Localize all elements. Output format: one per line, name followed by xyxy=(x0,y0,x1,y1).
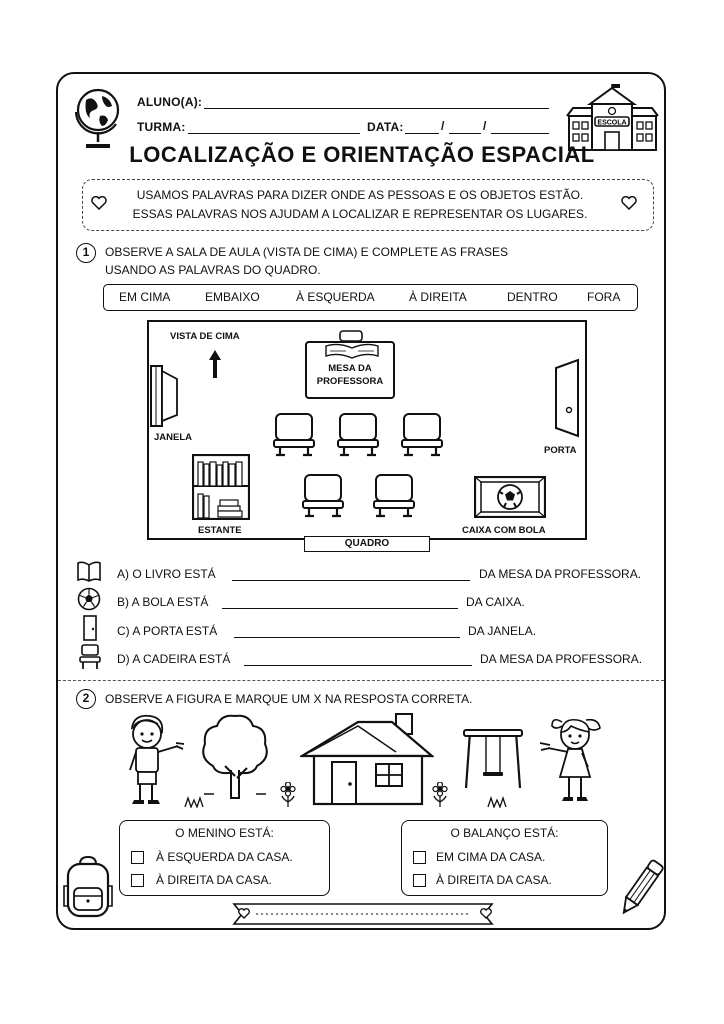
heart-icon xyxy=(480,908,492,919)
class-label: TURMA: xyxy=(137,120,186,134)
window-icon xyxy=(150,365,178,427)
door-icon xyxy=(83,615,97,641)
sentence-b-start: B) A BOLA ESTÁ xyxy=(117,595,209,609)
sentence-a-end: DA MESA DA PROFESSORA. xyxy=(479,567,642,581)
question-number: 2 xyxy=(76,689,96,709)
section-divider xyxy=(58,680,664,681)
intro-text: USAMOS PALAVRAS PARA DIZER ONDE AS PESSO… xyxy=(110,186,610,224)
heart-icon xyxy=(91,196,107,210)
word-bank-item: À ESQUERDA xyxy=(296,290,375,304)
school-sign-text: ESCOLA xyxy=(597,120,626,127)
heart-icon xyxy=(621,196,637,210)
board-label: QUADRO xyxy=(304,536,430,552)
grass-icon xyxy=(184,796,204,808)
pencil-icon xyxy=(622,859,664,915)
answer-line-b[interactable] xyxy=(222,608,458,609)
question-number: 1 xyxy=(76,243,96,263)
student-name-line[interactable] xyxy=(204,108,549,109)
question-line: USANDO AS PALAVRAS DO QUADRO. xyxy=(105,263,321,277)
word-bank-item: DENTRO xyxy=(507,290,558,304)
sentence-b-end: DA CAIXA. xyxy=(466,595,525,609)
ball-box-label: CAIXA COM BOLA xyxy=(462,525,546,536)
student-chair xyxy=(373,474,415,525)
checkbox-boy-right[interactable] xyxy=(131,874,144,887)
intro-box xyxy=(82,179,654,231)
house-icon xyxy=(300,713,434,806)
boy-icon xyxy=(129,714,185,804)
girl-icon xyxy=(539,718,601,801)
door-label: PORTA xyxy=(544,445,577,456)
answer-line-a[interactable] xyxy=(232,580,470,581)
window-label: JANELA xyxy=(154,432,193,443)
boy-answer-box xyxy=(119,820,330,896)
flower-icon xyxy=(280,782,296,807)
book-icon xyxy=(77,561,101,582)
student-chair xyxy=(273,413,315,464)
desk-label-line: PROFESSORA xyxy=(316,376,384,387)
intro-line: ESSAS PALAVRAS NOS AJUDAM A LOCALIZAR E … xyxy=(132,207,588,221)
word-bank-item: EMBAIXO xyxy=(205,290,260,304)
flower-icon xyxy=(432,782,448,807)
checkbox-boy-left[interactable] xyxy=(131,851,144,864)
question-1-text: OBSERVE A SALA DE AULA (VISTA DE CIMA) E… xyxy=(105,243,508,279)
sentence-d-start: D) A CADEIRA ESTÁ xyxy=(117,652,231,666)
option-label: À DIREITA DA CASA. xyxy=(436,873,552,887)
option-label: À ESQUERDA DA CASA. xyxy=(156,850,293,864)
ball-box-icon xyxy=(474,476,546,518)
date-year-line[interactable] xyxy=(491,133,549,134)
date-label: DATA: xyxy=(367,120,404,134)
word-bank xyxy=(103,284,638,311)
chair-icon xyxy=(79,644,101,669)
grass-icon xyxy=(487,796,507,808)
student-chair xyxy=(337,413,379,464)
page-title: LOCALIZAÇÃO E ORIENTAÇÃO ESPACIAL xyxy=(129,142,595,167)
swing-question-title: O BALANÇO ESTÁ: xyxy=(450,826,559,840)
footer-banner xyxy=(232,903,494,925)
view-label: VISTA DE CIMA xyxy=(170,331,240,342)
teacher-desk xyxy=(305,330,395,399)
word-bank-item: FORA xyxy=(587,290,621,304)
question-line: OBSERVE A SALA DE AULA (VISTA DE CIMA) E… xyxy=(105,245,509,259)
sentence-c-end: DA JANELA. xyxy=(468,624,537,638)
date-day-line[interactable] xyxy=(405,133,439,134)
intro-line: USAMOS PALAVRAS PARA DIZER ONDE AS PESSO… xyxy=(136,188,584,202)
option-label: EM CIMA DA CASA. xyxy=(436,850,546,864)
tree-icon xyxy=(202,714,268,799)
checkbox-swing-right[interactable] xyxy=(413,874,426,887)
student-label: ALUNO(A): xyxy=(137,95,203,109)
student-chair xyxy=(401,413,443,464)
swing-icon xyxy=(463,729,523,789)
up-arrow-icon xyxy=(209,350,221,378)
bookshelf-icon xyxy=(192,454,250,520)
bookshelf-label: ESTANTE xyxy=(198,525,242,536)
sentence-d-end: DA MESA DA PROFESSORA. xyxy=(480,652,643,666)
sentence-c-start: C) A PORTA ESTÁ xyxy=(117,624,218,638)
worksheet-frame xyxy=(56,72,666,930)
backpack-icon xyxy=(63,856,113,918)
answer-line-d[interactable] xyxy=(244,665,472,666)
question-2-text: OBSERVE A FIGURA E MARQUE UM X NA RESPOS… xyxy=(105,692,473,706)
heart-icon xyxy=(238,908,250,919)
answer-line-c[interactable] xyxy=(234,637,460,638)
boy-question-title: O MENINO ESTÁ: xyxy=(175,826,274,840)
option-label: À DIREITA DA CASA. xyxy=(156,873,272,887)
desk-label-line: MESA DA xyxy=(328,363,372,374)
globe-icon xyxy=(74,88,120,148)
school-icon: ESCOLA xyxy=(566,84,659,151)
checkbox-swing-above[interactable] xyxy=(413,851,426,864)
word-bank-item: À DIREITA xyxy=(409,290,467,304)
class-line[interactable] xyxy=(188,133,360,134)
date-separator: / xyxy=(483,119,487,133)
sentence-a-start: A) O LIVRO ESTÁ xyxy=(117,567,216,581)
date-separator: / xyxy=(441,119,445,133)
door-icon xyxy=(555,358,579,438)
teacher-desk-label: MESA DA PROFESSORA xyxy=(304,362,396,388)
swing-answer-box xyxy=(401,820,608,896)
student-chair xyxy=(302,474,344,525)
date-month-line[interactable] xyxy=(449,133,481,134)
soccer-ball-icon xyxy=(77,587,101,611)
word-bank-item: EM CIMA xyxy=(119,290,171,304)
